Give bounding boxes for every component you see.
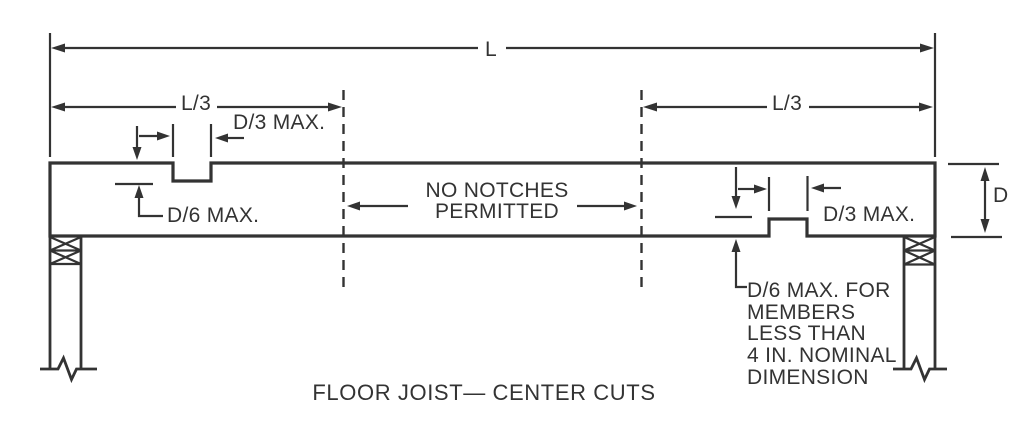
right-notch-depth-annotation xyxy=(731,239,747,289)
arrowhead-right xyxy=(920,43,934,53)
arrowhead-left xyxy=(347,201,360,211)
right-notch-width-label: D/3 MAX. xyxy=(823,203,916,226)
note-line: MEMBERS xyxy=(747,300,856,324)
arrowhead-down xyxy=(980,219,990,233)
arrowhead-up xyxy=(134,185,144,198)
joist-body xyxy=(48,161,937,238)
notch-extension-ticks xyxy=(767,176,809,211)
right-notch-depth-note: D/6 MAX. FOR MEMBERS LESS THAN 4 IN. NOM… xyxy=(747,280,897,389)
note-line: 4 IN. NOMINAL xyxy=(747,344,897,368)
arrowhead-right xyxy=(328,102,342,112)
arrowhead-left xyxy=(811,183,824,193)
left-notch-depth-annotation xyxy=(115,182,163,218)
leader-line xyxy=(137,197,163,218)
right-third-label: L/3 xyxy=(771,92,803,115)
no-notches-line1: NO NOTCHES xyxy=(425,179,569,202)
arrowhead-right xyxy=(754,184,767,194)
total-span-label: L xyxy=(485,38,497,61)
right-break-line xyxy=(893,354,947,384)
notch-extension-ticks xyxy=(171,124,213,157)
left-notch-depth-label: D/6 MAX. xyxy=(167,204,260,227)
note-line: D/6 MAX. FOR xyxy=(747,279,891,302)
right-support-hatch xyxy=(903,235,936,266)
right-support xyxy=(893,235,947,384)
dim-right-third xyxy=(643,102,933,112)
center-zone-arrows xyxy=(347,201,637,211)
no-notches-line2: PERMITTED xyxy=(434,200,560,223)
dim-left-third xyxy=(51,102,342,112)
left-support-hatch xyxy=(49,235,82,266)
left-third-label: L/3 xyxy=(180,92,212,115)
arrowhead-down xyxy=(731,196,741,209)
dim-joist-depth xyxy=(948,162,1002,239)
arrowhead-left xyxy=(643,102,657,112)
right-notch-width-annotation xyxy=(715,167,841,219)
left-notch-width-annotation xyxy=(132,124,244,160)
left-support xyxy=(40,235,97,384)
note-line: LESS THAN xyxy=(747,322,867,346)
arrowhead-up xyxy=(731,239,741,252)
arrowhead-right xyxy=(157,131,170,141)
left-break-line xyxy=(40,354,97,384)
arrowhead-left xyxy=(215,133,228,143)
leader-line xyxy=(734,251,747,289)
arrowhead-left xyxy=(51,43,65,53)
arrowhead-down xyxy=(132,147,142,160)
left-notch-width-label: D/3 MAX. xyxy=(233,111,326,134)
dim-total-span xyxy=(48,33,937,157)
joist-depth-label: D xyxy=(993,184,1009,207)
arrowhead-left xyxy=(51,102,65,112)
arrowhead-up xyxy=(980,167,990,181)
note-line: DIMENSION xyxy=(747,365,869,389)
diagram-caption: FLOOR JOIST— CENTER CUTS xyxy=(312,380,656,405)
arrowhead-right xyxy=(919,102,933,112)
arrowhead-right xyxy=(624,201,637,211)
